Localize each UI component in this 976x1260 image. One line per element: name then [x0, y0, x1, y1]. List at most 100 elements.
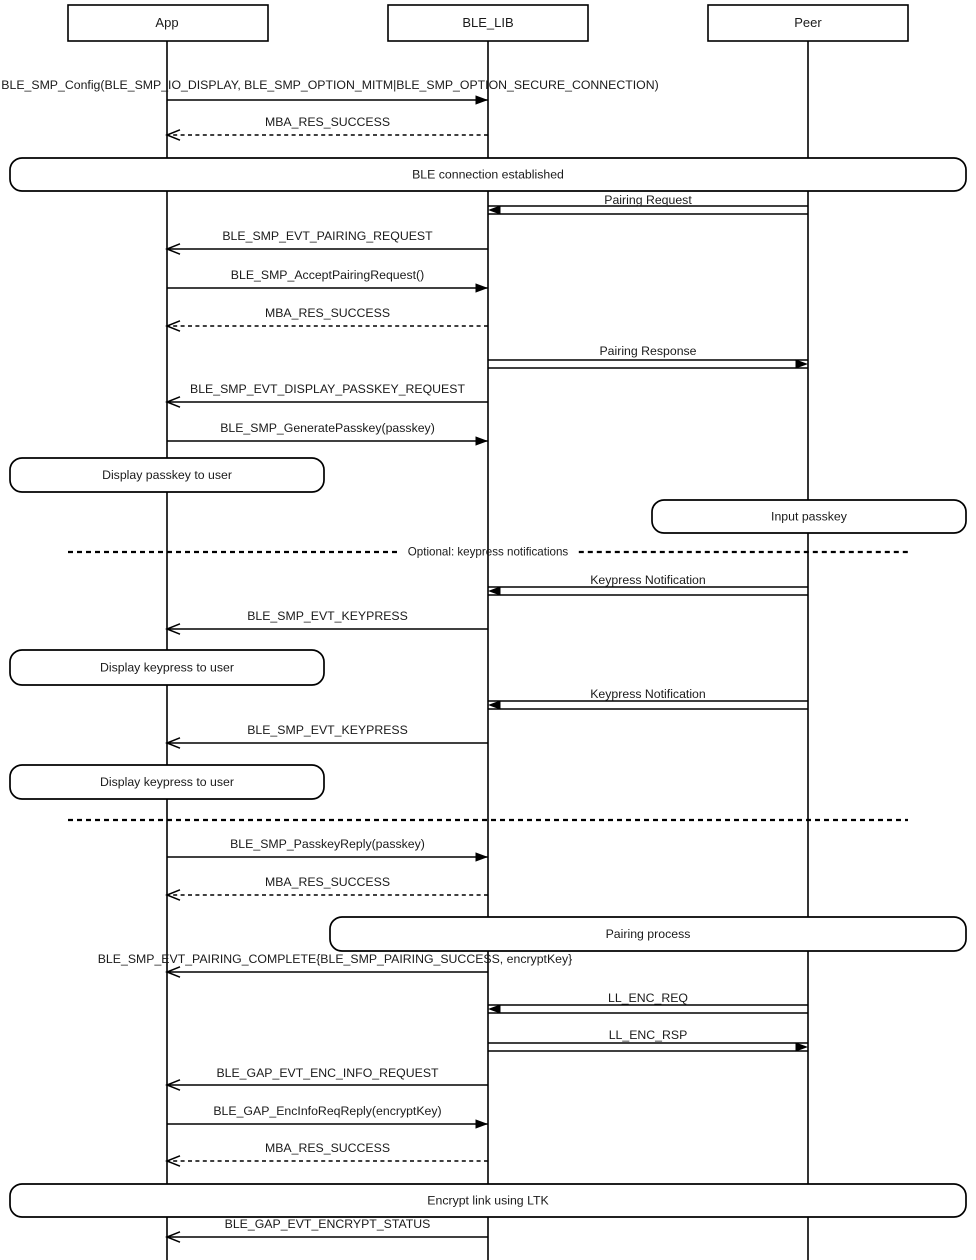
arrowhead-open [164, 129, 181, 141]
arrowhead-filled [475, 1119, 488, 1129]
arrowhead-filled [488, 586, 501, 596]
note-box [651, 499, 967, 534]
note-label: Pairing process [606, 927, 691, 941]
arrowhead-open [164, 623, 181, 635]
arrowhead-filled [475, 283, 488, 293]
message-label: LL_ENC_REQ [608, 991, 688, 1005]
message-label: BLE_SMP_Config(BLE_SMP_IO_DISPLAY, BLE_S… [1, 78, 658, 92]
arrowhead-open [164, 1155, 181, 1167]
message-ble-smp-evt-display-passkey-request[interactable]: BLE_SMP_EVT_DISPLAY_PASSKEY_REQUEST [164, 382, 488, 408]
participant-box [387, 4, 589, 42]
message-label: BLE_GAP_EncInfoReqReply(encryptKey) [213, 1104, 441, 1118]
message-ll-enc-rsp[interactable]: LL_ENC_RSP [488, 1028, 808, 1052]
message-label: BLE_SMP_EVT_DISPLAY_PASSKEY_REQUEST [190, 382, 465, 396]
arrowhead-filled [475, 852, 488, 862]
arrowhead-filled [795, 359, 808, 369]
arrowhead-filled [475, 95, 488, 105]
message-label: BLE_GAP_EVT_ENCRYPT_STATUS [225, 1217, 431, 1231]
message-ll-enc-req[interactable]: LL_ENC_REQ [488, 991, 808, 1014]
separators-layer: Optional: keypress notifications [68, 546, 908, 822]
arrowhead-filled [488, 1004, 501, 1014]
message-label: BLE_SMP_EVT_KEYPRESS [247, 609, 408, 623]
message-ble-smp-generatepasskey-passkey[interactable]: BLE_SMP_GeneratePasskey(passkey) [167, 421, 488, 446]
message-pairing-request[interactable]: Pairing Request [488, 193, 808, 215]
note-pairing-process: Pairing process [329, 916, 967, 952]
participants-layer: App BLE_LIB Peer [67, 4, 909, 42]
note-display-keypress-to-user: Display keypress to user [9, 649, 325, 686]
message-mba-res-success[interactable]: MBA_RES_SUCCESS [164, 115, 488, 141]
message-ble-smp-config-ble-smp-io-display-ble-smp-option[interactable]: BLE_SMP_Config(BLE_SMP_IO_DISPLAY, BLE_S… [1, 78, 659, 105]
arrowhead-filled [488, 700, 501, 710]
message-keypress-notification[interactable]: Keypress Notification [488, 687, 808, 710]
note-label: Display passkey to user [102, 468, 232, 482]
participant-header-app[interactable]: App [67, 4, 269, 42]
message-ble-smp-evt-keypress[interactable]: BLE_SMP_EVT_KEYPRESS [164, 723, 488, 749]
note-ble-connection-established: BLE connection established [9, 157, 967, 192]
participant-header-ble-lib[interactable]: BLE_LIB [387, 4, 589, 42]
message-ble-smp-acceptpairingrequest[interactable]: BLE_SMP_AcceptPairingRequest() [167, 268, 488, 293]
note-label: BLE connection established [412, 167, 564, 181]
message-ble-gap-encinforeqreply-encryptkey[interactable]: BLE_GAP_EncInfoReqReply(encryptKey) [167, 1104, 488, 1129]
participant-label: BLE_LIB [462, 15, 513, 30]
message-label: MBA_RES_SUCCESS [265, 1141, 390, 1155]
message-label: Keypress Notification [590, 573, 706, 587]
message-pairing-response[interactable]: Pairing Response [488, 344, 808, 369]
arrowhead-open [164, 737, 181, 749]
message-ble-smp-passkeyreply-passkey[interactable]: BLE_SMP_PasskeyReply(passkey) [167, 837, 488, 862]
note-box [9, 457, 325, 493]
note-display-keypress-to-user: Display keypress to user [9, 764, 325, 800]
message-label: LL_ENC_RSP [609, 1028, 688, 1042]
message-label: BLE_SMP_EVT_PAIRING_COMPLETE{BLE_SMP_PAI… [98, 952, 573, 966]
arrowhead-filled [488, 205, 501, 215]
arrowhead-open [164, 320, 181, 332]
note-label: Display keypress to user [100, 775, 234, 789]
message-ble-gap-evt-encrypt-status[interactable]: BLE_GAP_EVT_ENCRYPT_STATUS [164, 1217, 488, 1243]
participant-header-peer[interactable]: Peer [707, 4, 909, 42]
arrowhead-open [164, 889, 181, 901]
message-label: MBA_RES_SUCCESS [265, 306, 390, 320]
participant-box [67, 4, 269, 42]
note-label: Encrypt link using LTK [427, 1193, 549, 1207]
message-mba-res-success[interactable]: MBA_RES_SUCCESS [164, 306, 488, 332]
note-box [9, 764, 325, 800]
arrowhead-open [164, 1231, 181, 1243]
message-label: Pairing Response [599, 344, 696, 358]
message-ble-smp-evt-pairing-request[interactable]: BLE_SMP_EVT_PAIRING_REQUEST [164, 229, 488, 255]
arrowhead-filled [475, 436, 488, 446]
message-label: BLE_SMP_GeneratePasskey(passkey) [220, 421, 435, 435]
messages-layer: BLE_SMP_Config(BLE_SMP_IO_DISPLAY, BLE_S… [1, 78, 808, 1243]
message-ble-smp-evt-keypress[interactable]: BLE_SMP_EVT_KEYPRESS [164, 609, 488, 635]
message-label: MBA_RES_SUCCESS [265, 115, 390, 129]
message-ble-gap-evt-enc-info-request[interactable]: BLE_GAP_EVT_ENC_INFO_REQUEST [164, 1066, 488, 1091]
arrowhead-open [164, 243, 181, 255]
message-keypress-notification[interactable]: Keypress Notification [488, 573, 808, 596]
message-label: BLE_SMP_EVT_PAIRING_REQUEST [222, 229, 433, 243]
message-ble-smp-evt-pairing-complete-ble-smp-pairing-suc[interactable]: BLE_SMP_EVT_PAIRING_COMPLETE{BLE_SMP_PAI… [98, 952, 573, 978]
arrowhead-open [164, 396, 181, 408]
note-label: Display keypress to user [100, 660, 234, 674]
note-box [9, 1183, 967, 1218]
note-box [9, 649, 325, 686]
note-input-passkey: Input passkey [651, 499, 967, 534]
participant-box [707, 4, 909, 42]
note-display-passkey-to-user: Display passkey to user [9, 457, 325, 493]
message-label: BLE_SMP_EVT_KEYPRESS [247, 723, 408, 737]
arrowhead-open [164, 966, 181, 978]
participant-label: App [155, 15, 178, 30]
separator-optional-keypress-notifications: Optional: keypress notifications [68, 546, 908, 559]
message-label: BLE_SMP_PasskeyReply(passkey) [230, 837, 425, 851]
note-encrypt-link-using-ltk: Encrypt link using LTK [9, 1183, 967, 1218]
arrowhead-filled [795, 1042, 808, 1052]
message-label: BLE_GAP_EVT_ENC_INFO_REQUEST [216, 1066, 439, 1080]
note-box [329, 916, 967, 952]
participant-label: Peer [794, 15, 822, 30]
note-label: Input passkey [771, 509, 848, 523]
separator-label: Optional: keypress notifications [408, 546, 569, 559]
arrowhead-open [164, 1079, 181, 1091]
note-box [9, 157, 967, 192]
message-mba-res-success[interactable]: MBA_RES_SUCCESS [164, 1141, 488, 1167]
message-mba-res-success[interactable]: MBA_RES_SUCCESS [164, 875, 488, 901]
